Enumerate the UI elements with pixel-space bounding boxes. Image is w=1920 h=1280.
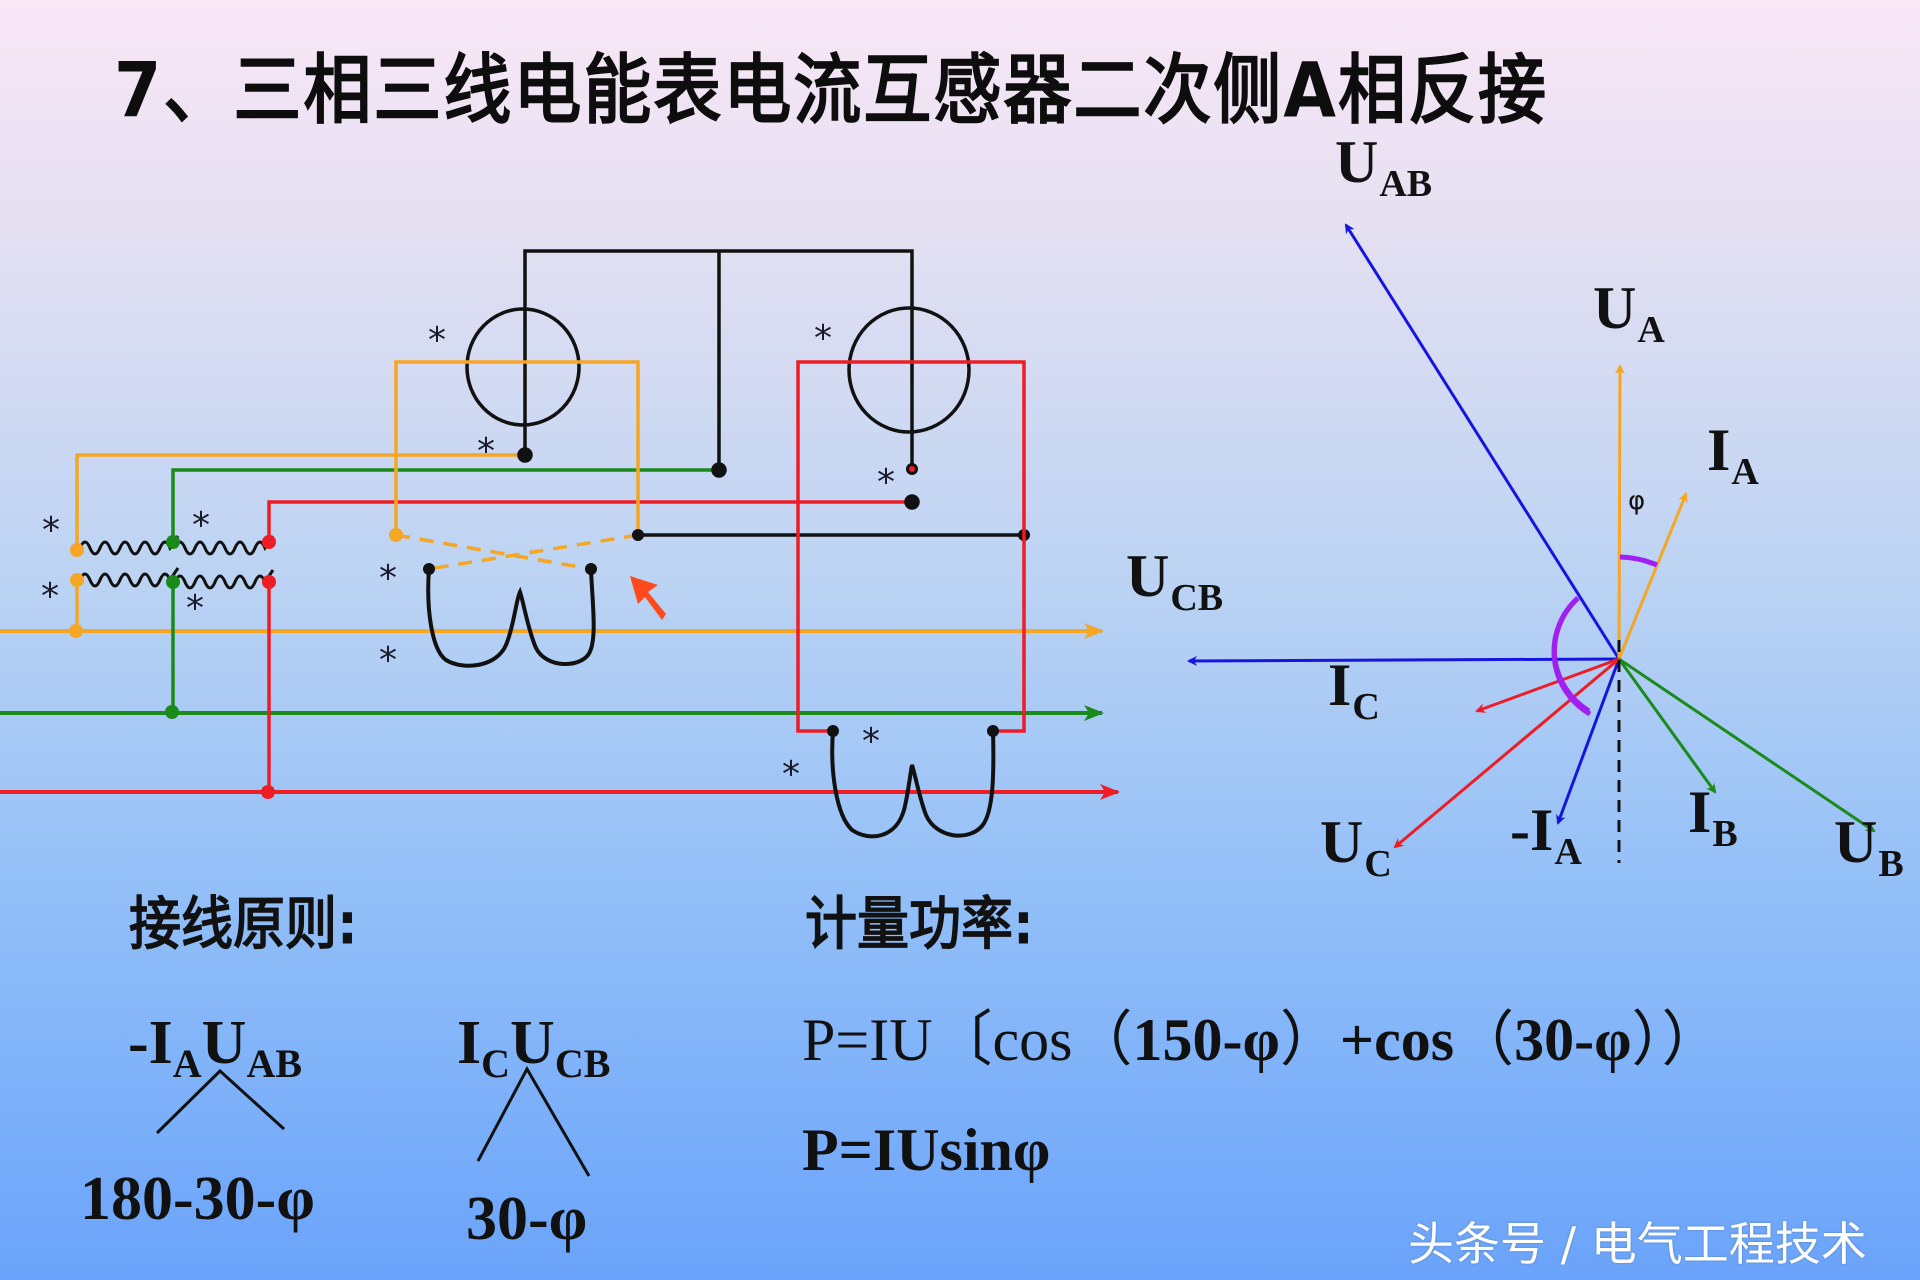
label-ia: IA [1707, 417, 1759, 493]
label-ub: UB [1834, 809, 1904, 885]
meter-element-1 [465, 307, 581, 427]
polarity-star: * [877, 462, 895, 503]
phasor-uab [1344, 223, 1621, 660]
current-circuit-c [796, 360, 1026, 839]
label-ib: IB [1688, 779, 1738, 855]
power-formula-1: P=IU〔cos（150-φ）+cos（30-φ）） [802, 1007, 1722, 1073]
current-coil-1 [426, 568, 596, 668]
polarity-star: * [814, 318, 832, 359]
secondary-winding [78, 535, 275, 556]
label-ua: UA [1593, 275, 1665, 351]
phi-angle-arc [1619, 554, 1658, 568]
principle-element1-expression: -IAUAB [128, 1009, 303, 1086]
label-neg-ia: -IA [1510, 797, 1582, 873]
phase-buses [0, 623, 1120, 800]
voltage-transformer [69, 453, 912, 799]
reversed-connection-arrow-icon [630, 576, 666, 620]
phasor-ub [1618, 657, 1876, 833]
polarity-star: * [192, 505, 210, 546]
reversed-lead-1 [395, 533, 592, 571]
label-ic: IC [1328, 652, 1380, 728]
polarity-star: * [379, 640, 397, 681]
phasor-ib [1617, 658, 1717, 794]
power-heading: 计量功率: [805, 891, 1034, 958]
principle-element2-expression: ICUCB [457, 1009, 611, 1086]
polarity-marks: * * * * * * * * * * * * [41, 318, 895, 795]
principle-element2-angle: 30-φ [466, 1185, 588, 1253]
polarity-star: * [41, 576, 59, 617]
principle-element1-angle: 180-30-φ [80, 1165, 315, 1233]
label-phi: φ [1628, 486, 1646, 516]
label-uc: UC [1320, 809, 1392, 885]
phasor-ucb [1187, 655, 1620, 666]
polarity-star: * [862, 721, 880, 762]
primary-winding [78, 567, 275, 590]
polarity-star: * [186, 588, 204, 629]
polarity-star: * [782, 754, 800, 795]
polarity-star: * [42, 510, 60, 551]
power-formula-2: P=IUsinφ [802, 1117, 1051, 1183]
phasor-neg-ia [1556, 658, 1621, 825]
meter-element-2 [847, 306, 971, 434]
current-coil-2 [830, 730, 996, 839]
principle-heading: 接线原则: [129, 891, 358, 958]
polarity-star: * [477, 431, 495, 472]
phasor-ua [1614, 364, 1625, 660]
watermark: 头条号 / 电气工程技术 [1408, 1217, 1867, 1271]
slide-title: 7、三相三线电能表电流互感器二次侧A相反接 [114, 47, 1548, 136]
phasor-uc [1393, 657, 1620, 849]
phasor-ia [1617, 492, 1688, 660]
polarity-star: * [379, 558, 397, 599]
current-circuit-a [389, 360, 1030, 668]
label-ucb: UCB [1126, 543, 1224, 619]
meter-voltage-wiring [465, 249, 971, 510]
phasor-diagram [1187, 223, 1876, 863]
polarity-star: * [428, 320, 446, 361]
label-uab: UAB [1335, 129, 1433, 205]
reversed-lead-2 [428, 533, 639, 571]
phasor-ic [1475, 657, 1620, 713]
